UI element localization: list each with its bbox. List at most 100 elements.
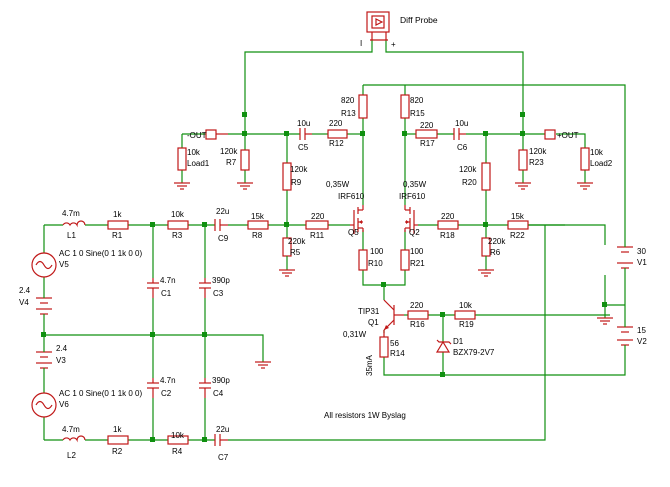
source-leads (43, 245, 626, 372)
r23-value: 120k (529, 147, 547, 156)
r10-name: R10 (368, 259, 383, 268)
mosfet-q5 (350, 205, 364, 234)
c7-value: 22u (216, 425, 229, 434)
r13-name: R13 (341, 109, 356, 118)
v2-name: V2 (637, 337, 647, 346)
port-out-neg (205, 129, 217, 140)
port-out-pos-label: +OUT (557, 131, 579, 140)
inductor-bodies (62, 220, 86, 443)
c9-value: 22u (216, 207, 229, 216)
l2-value: 4.7m (62, 425, 80, 434)
r9-name: R9 (291, 178, 302, 187)
port-out-pos (544, 129, 556, 140)
r10-value: 100 (370, 247, 384, 256)
v4-name: V4 (19, 298, 29, 307)
c3-value: 390p (212, 276, 230, 285)
c3-name: C3 (213, 289, 224, 298)
c6-value: 10u (455, 119, 468, 128)
r6-value: 220k (488, 237, 506, 246)
r16-value: 220 (410, 301, 424, 310)
c6-name: C6 (457, 143, 468, 152)
zener-d1 (435, 339, 452, 353)
r17-value: 220 (420, 121, 434, 130)
r7-value: 120k (220, 147, 238, 156)
r23-name: R23 (529, 158, 544, 167)
r22-value: 15k (511, 212, 525, 221)
d1-name: D1 (453, 337, 464, 346)
q1-current: 35mA (365, 354, 374, 376)
r7-name: R7 (226, 158, 237, 167)
wires (43, 40, 626, 441)
q2-rating: 0,35W (403, 180, 427, 189)
r19-name: R19 (459, 320, 474, 329)
r5-value: 220k (288, 237, 306, 246)
q5-name: Q5 (348, 228, 359, 237)
load1-value: 10k (187, 148, 201, 157)
c5-value: 10u (297, 119, 310, 128)
r3-name: R3 (172, 231, 183, 240)
l1-value: 4.7m (62, 209, 80, 218)
c2-name: C2 (161, 389, 172, 398)
r21-name: R21 (410, 259, 425, 268)
q1-name: Q1 (368, 318, 379, 327)
r11-value: 220 (311, 212, 325, 221)
q2-name: Q2 (409, 228, 420, 237)
r14-name: R14 (390, 349, 405, 358)
r18-name: R18 (440, 231, 455, 240)
ac-sources (31, 252, 57, 418)
r14-value: 56 (390, 339, 399, 348)
v6-value: AC 1 0 Sine(0 1 1k 0 0) (59, 389, 142, 398)
l2-name: L2 (67, 451, 76, 460)
r4-name: R4 (172, 447, 183, 456)
load2-name: Load2 (590, 159, 613, 168)
r2-name: R2 (112, 447, 123, 456)
l1-name: L1 (67, 231, 76, 240)
r12-value: 220 (329, 119, 343, 128)
c1-name: C1 (161, 289, 172, 298)
load1-name: Load1 (187, 159, 210, 168)
v2-value: 15 (637, 326, 646, 335)
r2-value: 1k (113, 425, 122, 434)
probe-plus: + (391, 40, 396, 49)
r4-value: 10k (171, 431, 185, 440)
c7-name: C7 (218, 453, 229, 462)
v5-value: AC 1 0 Sine(0 1 1k 0 0) (59, 249, 142, 258)
dc-sources (36, 246, 633, 369)
r8-value: 15k (251, 212, 265, 221)
r1-value: 1k (113, 210, 122, 219)
c4-name: C4 (213, 389, 224, 398)
ground-leads (286, 256, 487, 270)
r3-value: 10k (171, 210, 185, 219)
junction-dots (41, 112, 607, 442)
r17-name: R17 (420, 139, 435, 148)
r22-name: R22 (510, 231, 525, 240)
v1-name: V1 (637, 258, 647, 267)
r11-name: R11 (310, 231, 325, 240)
r9-value: 120k (290, 165, 308, 174)
v3-value: 2.4 (56, 344, 68, 353)
q1-type: TIP31 (358, 307, 380, 316)
mosfet-q2 (404, 205, 418, 234)
q5-type: IRF610 (338, 192, 365, 201)
resistor-note: All resistors 1W Byslag (324, 411, 406, 420)
r15-name: R15 (410, 109, 425, 118)
r1-name: R1 (112, 231, 123, 240)
r15-value: 820 (410, 96, 424, 105)
r21-value: 100 (410, 247, 424, 256)
c5-name: C5 (298, 143, 309, 152)
r13-value: 820 (341, 96, 355, 105)
v3-name: V3 (56, 356, 66, 365)
r20-value: 120k (459, 165, 477, 174)
r8-name: R8 (252, 231, 263, 240)
v6-name: V6 (59, 400, 69, 409)
bjt-q1 (383, 299, 404, 337)
r12-name: R12 (329, 139, 344, 148)
c9-name: C9 (218, 234, 229, 243)
v4-value: 2.4 (19, 286, 31, 295)
c2-value: 4.7n (160, 376, 176, 385)
d1-type: BZX79-2V7 (453, 348, 495, 357)
labels: 4.7m L1 4.7m L2 1k R1 1k R2 10k R3 10k R… (19, 96, 647, 462)
r19-value: 10k (459, 301, 473, 310)
r6-name: R6 (490, 248, 501, 257)
probe-title: Diff Probe (400, 15, 438, 25)
